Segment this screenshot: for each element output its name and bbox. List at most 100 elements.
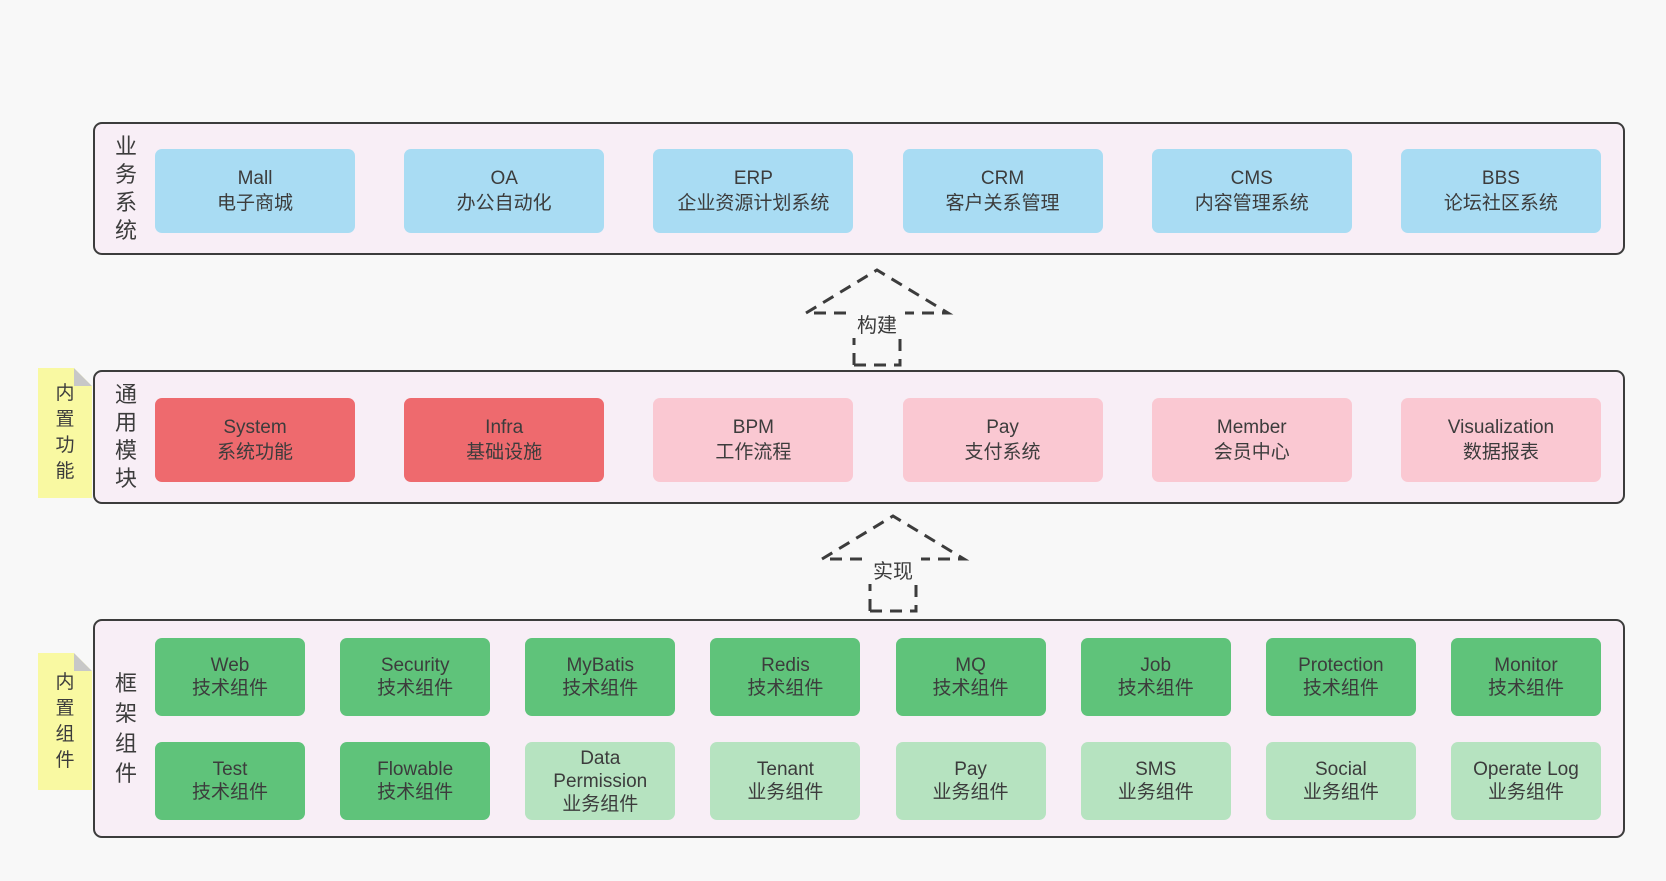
box-subtitle: 技术组件 (1487, 678, 1564, 699)
arrow-label-backdrop (865, 557, 921, 584)
note-label: 内置组件 (55, 671, 75, 771)
box-subtitle: 内容管理系统 (1194, 193, 1309, 214)
box-subtitle: 电子商城 (216, 193, 293, 214)
box-title: Social (1314, 759, 1367, 780)
box-subtitle: 基础设施 (466, 442, 543, 463)
box-title: MyBatis (566, 655, 635, 676)
box-subtitle: 技术组件 (191, 678, 268, 699)
box-title: Web (210, 655, 250, 676)
box-crm: CRM 客户关系管理 (902, 149, 1103, 233)
arrow-outline (816, 514, 970, 613)
box-subtitle: 技术组件 (377, 678, 454, 699)
box-title: Operate Log (1473, 759, 1579, 780)
box-subtitle: 技术组件 (747, 678, 824, 699)
box-title: Flowable (377, 759, 454, 780)
box-title: Redis (761, 655, 810, 676)
box-title: SMS (1135, 759, 1177, 780)
box-subtitle: 会员中心 (1213, 442, 1290, 463)
box-subtitle: 业务组件 (1302, 782, 1379, 803)
box-subtitle: 技术组件 (377, 782, 454, 803)
box-subtitle: 客户关系管理 (945, 193, 1060, 214)
box-subtitle: 工作流程 (715, 442, 792, 463)
box-oa: OA 办公自动化 (404, 149, 605, 233)
box-subtitle: 技术组件 (191, 782, 268, 803)
box-erp: ERP 企业资源计划系统 (653, 149, 854, 233)
box-title: Infra (485, 417, 524, 438)
box-title: BPM (732, 417, 774, 438)
box-subtitle: 业务组件 (932, 782, 1009, 803)
note-label: 内置功能 (55, 383, 75, 482)
arrow-outline (800, 268, 954, 367)
box-subtitle: 系统功能 (216, 442, 293, 463)
box-subtitle: 业务组件 (747, 782, 824, 803)
box-subtitle: 企业资源计划系统 (677, 193, 830, 214)
layer-side-label-components: 框架组件 (114, 670, 137, 786)
box-title: CMS (1230, 168, 1273, 189)
implement-arrow: 实现 (816, 514, 970, 613)
box-subtitle: 技术组件 (1117, 678, 1194, 699)
box-system: System 系统功能 (155, 398, 355, 482)
box-title: ERP (733, 168, 773, 189)
layer-side-label-business: 业务系统 (114, 133, 137, 243)
box-title: System (223, 417, 287, 438)
box-subtitle: 业务组件 (1117, 782, 1194, 803)
box-member: Member 会员中心 (1151, 398, 1352, 482)
box-cms: CMS 内容管理系统 (1151, 149, 1352, 233)
box-subtitle: 技术组件 (1302, 678, 1379, 699)
box-subtitle: 办公自动化 (456, 193, 552, 214)
box-bbs: BBS 论坛社区系统 (1400, 149, 1601, 233)
box-subtitle: 论坛社区系统 (1443, 193, 1558, 214)
box-title: Member (1216, 417, 1287, 438)
box-title: MQ (955, 655, 986, 676)
box-title: Protection (1298, 655, 1384, 676)
arrow-label: 实现 (873, 560, 913, 583)
box-title: Job (1140, 655, 1172, 676)
box-infra: Infra 基础设施 (404, 398, 605, 482)
box-subtitle: 业务组件 (562, 793, 639, 815)
box-mall: Mall 电子商城 (155, 149, 355, 233)
box-title: Mall (237, 168, 273, 189)
note-fold-corner (74, 368, 92, 386)
box-title: OA (490, 168, 518, 189)
box-subtitle: 业务组件 (1487, 782, 1564, 803)
note-fold-corner (74, 653, 92, 671)
box-title: BBS (1481, 168, 1520, 189)
arrow-label-backdrop (849, 311, 905, 338)
box-title: Pay (954, 759, 987, 780)
box-subtitle: 数据报表 (1462, 442, 1539, 463)
box-title: CRM (980, 168, 1025, 189)
business-systems-layer: 业务系统 Mall 电子商城 OA 办公自动化 ERP 企业资源计划系统 CRM 客户关系管理… (93, 122, 1625, 255)
box-title: Pay (986, 417, 1019, 438)
box-subtitle: 技术组件 (562, 678, 639, 699)
business-boxes-row: Mall 电子商城 OA 办公自动化 ERP 企业资源计划系统 CRM 客户关系管理 CMS 内容… (155, 149, 1601, 233)
builtin-functions-note: 内置功能 (38, 368, 92, 498)
box-title: Monitor (1494, 655, 1558, 676)
layer-side-label-modules: 通用模块 (114, 382, 137, 491)
box-title: Security (380, 655, 450, 676)
box-title: Data Permission (553, 747, 648, 792)
box-title: Tenant (756, 759, 814, 780)
